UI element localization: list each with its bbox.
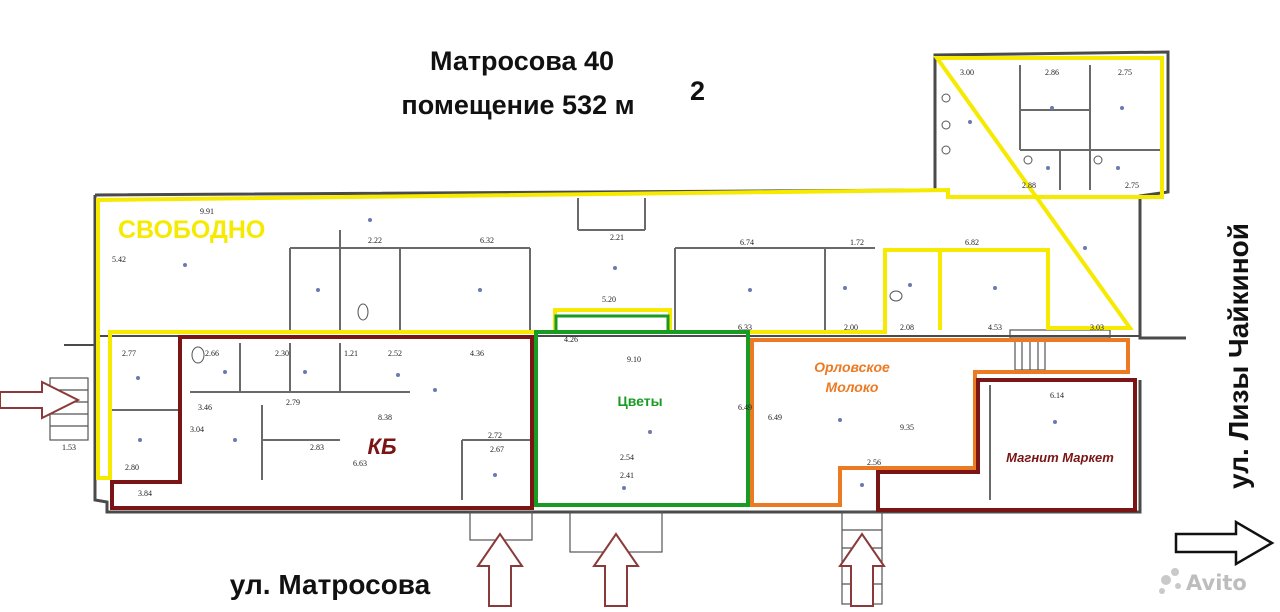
dim-label: 2.22 — [368, 236, 382, 245]
zone-flowers-outline — [534, 330, 750, 507]
dim-label: 6.82 — [965, 238, 979, 247]
dim-label: 6.32 — [480, 236, 494, 245]
entrance-arrow-orlovskoe — [838, 532, 886, 607]
dim-label: 4.26 — [564, 335, 578, 344]
dim-label: 5.42 — [112, 255, 126, 264]
dim-label: 1.53 — [62, 443, 76, 452]
dim-label: 6.49 — [768, 413, 782, 422]
dim-label: 2.30 — [275, 349, 289, 358]
watermark: Avito — [1159, 568, 1247, 595]
entrance-arrow-kb — [476, 532, 524, 607]
dim-label: 4.53 — [988, 323, 1002, 332]
dim-label: 1.21 — [344, 349, 358, 358]
building-walls — [64, 50, 1186, 514]
street-label-bottom: ул. Матросова — [230, 569, 431, 600]
dim-label: 2.67 — [490, 445, 504, 454]
interior-walls — [110, 65, 1160, 500]
zone-kb-outline — [110, 335, 534, 510]
zone-magnit-outline — [876, 378, 1137, 512]
street-label-right: ул. Лизы Чайкиной — [1223, 223, 1254, 489]
dim-label: 6.33 — [738, 323, 752, 332]
dim-label: 2.77 — [122, 349, 136, 358]
dimension-labels: 3.00 2.86 2.75 2.88 2.75 9.91 2.22 6.32 … — [62, 68, 1139, 498]
zone-flowers-label: Цветы — [617, 393, 662, 409]
zone-kb-label: КБ — [367, 434, 396, 459]
zone-orlovskoe-outline — [750, 338, 1130, 507]
zone-orlovskoe-label-1: Орловское — [814, 359, 890, 375]
dim-label: 2.56 — [867, 458, 881, 467]
zone-free-inner — [885, 248, 942, 330]
dim-label: 2.41 — [620, 471, 634, 480]
zone-magnit-label: Магнит Маркет — [1006, 450, 1114, 465]
dim-label: 9.10 — [627, 355, 641, 364]
dim-label: 6.63 — [353, 459, 367, 468]
dim-label: 3.46 — [198, 403, 212, 412]
room-markers — [136, 106, 1124, 490]
dim-label: 2.54 — [620, 453, 634, 462]
direction-arrow-right — [1174, 519, 1275, 567]
zone-flowers-top — [554, 314, 670, 332]
dim-label: 6.14 — [1050, 391, 1064, 400]
dim-label: 2.66 — [205, 349, 219, 358]
avito-logo-icon — [1159, 588, 1165, 594]
dim-label: 2.80 — [125, 463, 139, 472]
plumbing-fixtures — [191, 93, 1103, 364]
avito-logo-icon — [1161, 575, 1171, 585]
watermark-text: Avito — [1186, 571, 1247, 595]
avito-logo-icon — [1175, 583, 1181, 589]
dim-label: 5.20 — [602, 295, 616, 304]
dim-label: 3.04 — [190, 425, 204, 434]
plan-title-superscript: 2 — [690, 76, 705, 106]
dim-label: 2.86 — [1045, 68, 1059, 77]
avito-logo-icon — [1171, 568, 1179, 576]
zone-free-outline — [96, 56, 1164, 480]
dim-label: 3.84 — [138, 489, 152, 498]
dim-label: 2.00 — [844, 323, 858, 332]
dim-label: 8.38 — [378, 413, 392, 422]
zone-free-label: СВОБОДНО — [118, 216, 265, 244]
dim-label: 6.49 — [738, 403, 752, 412]
dim-label: 2.75 — [1118, 68, 1132, 77]
dim-label: 2.75 — [1125, 181, 1139, 190]
dim-label: 1.72 — [850, 238, 864, 247]
entrance-arrow-flowers — [592, 532, 640, 607]
dim-label: 2.52 — [388, 349, 402, 358]
zone-orlovskoe-label-2: Молоко — [826, 379, 879, 395]
dim-label: 3.00 — [960, 68, 974, 77]
dim-label: 2.88 — [1022, 181, 1036, 190]
dim-label: 2.21 — [610, 233, 624, 242]
entrance-arrow-left — [0, 380, 81, 420]
dim-label: 9.35 — [900, 423, 914, 432]
dim-label: 2.83 — [310, 443, 324, 452]
dim-label: 4.36 — [470, 349, 484, 358]
entrance-arrows — [0, 380, 886, 607]
dim-label: 2.79 — [286, 398, 300, 407]
dim-label: 2.08 — [900, 323, 914, 332]
dim-label: 6.74 — [740, 238, 754, 247]
dim-label: 2.72 — [488, 431, 502, 440]
dim-label: 3.03 — [1090, 323, 1104, 332]
dim-label: 9.91 — [200, 207, 214, 216]
plan-title-line1: Матросова 40 — [430, 46, 614, 76]
plan-title-line2: помещение 532 м — [401, 90, 634, 120]
